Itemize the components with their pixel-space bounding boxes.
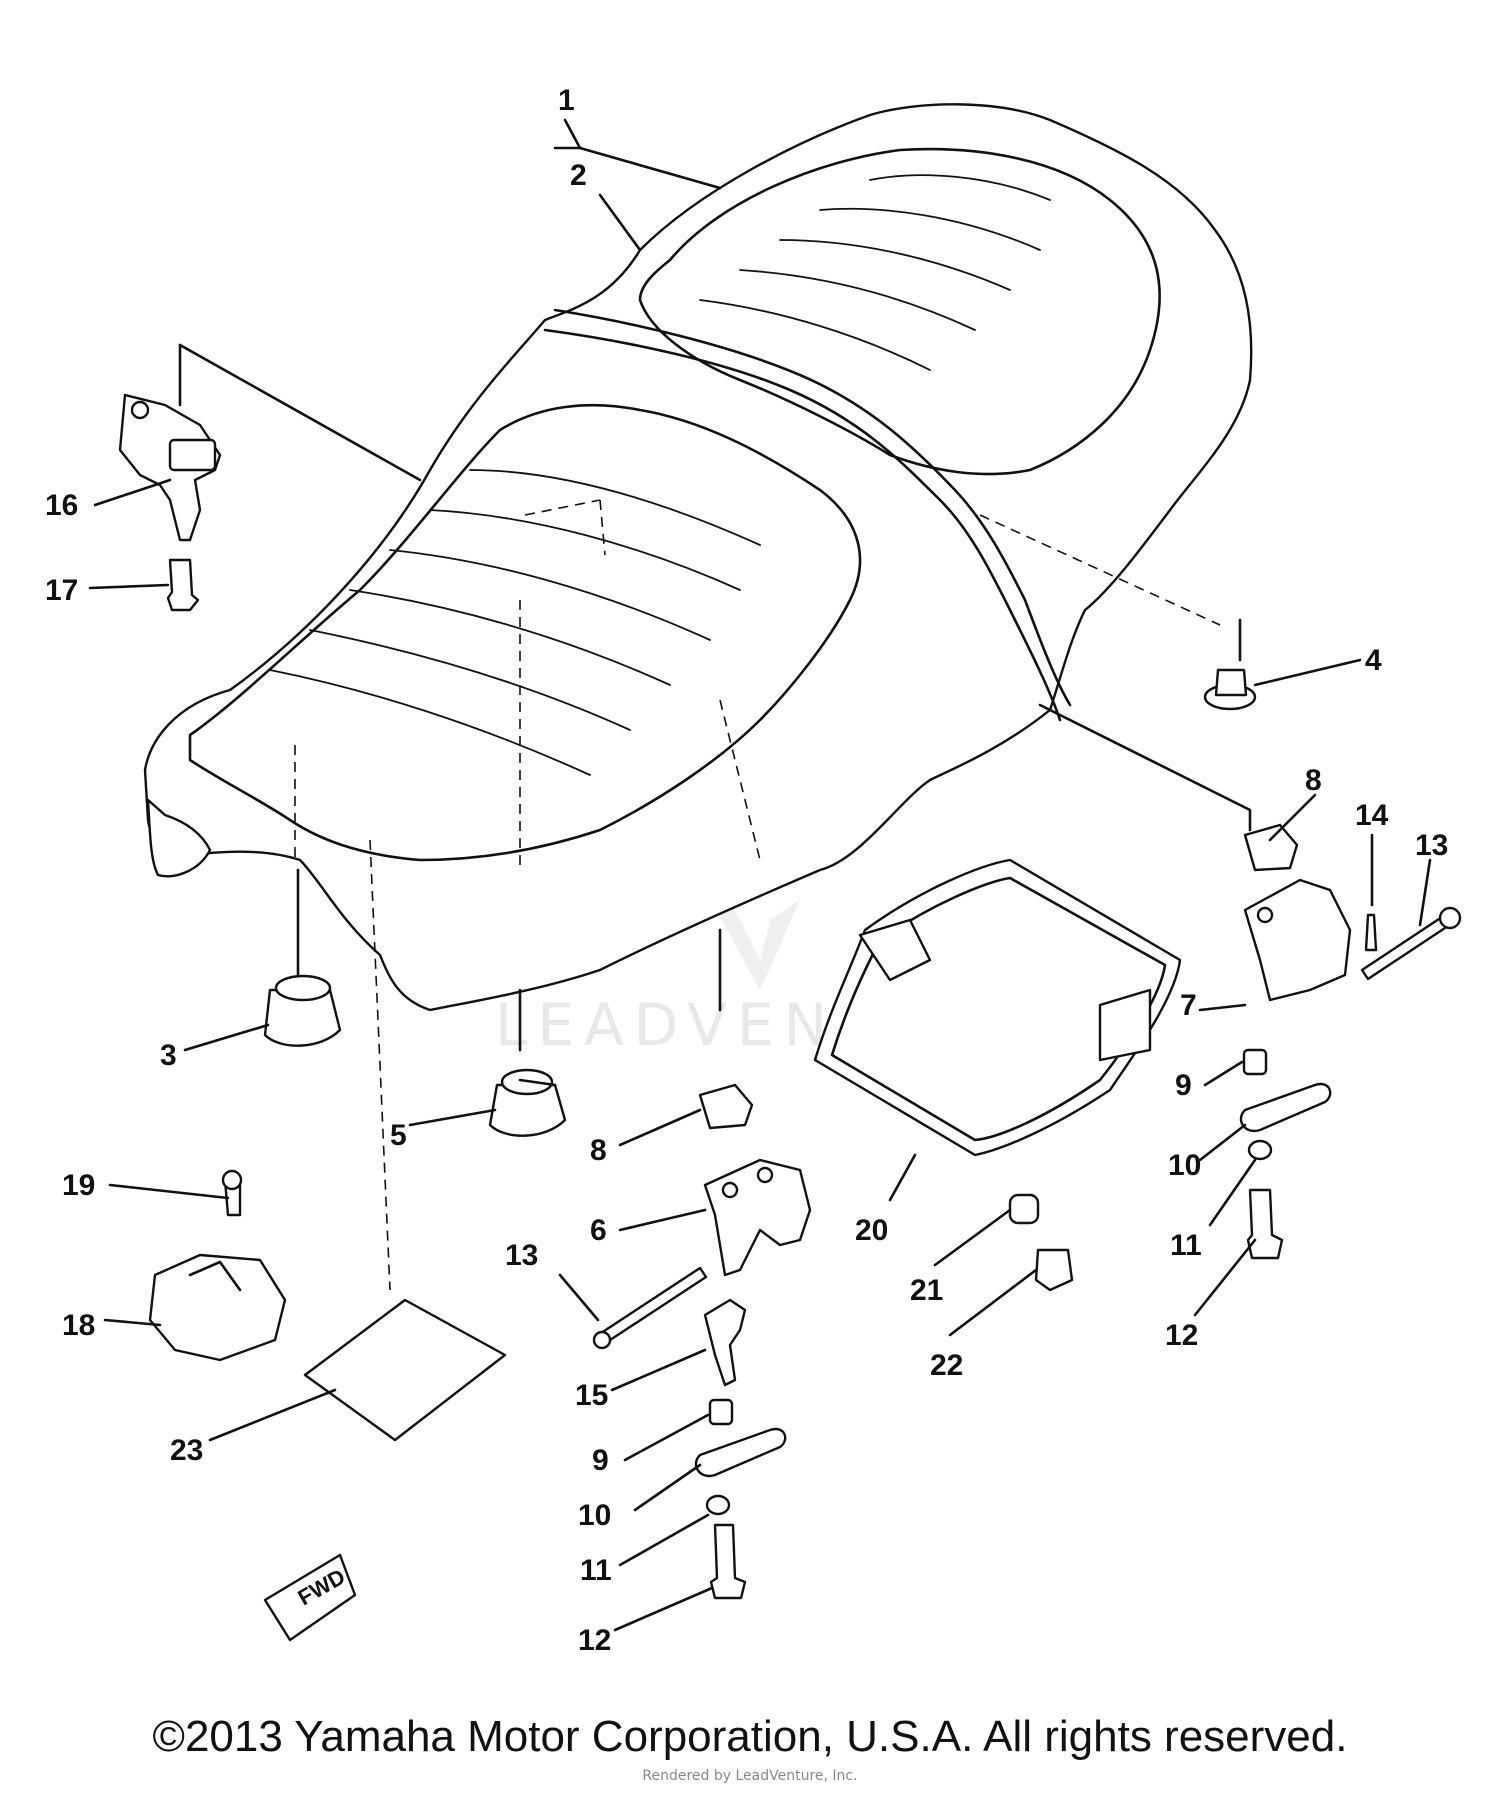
callout-3: 3 — [160, 1039, 177, 1072]
callout-5: 5 — [390, 1119, 407, 1152]
small-parts: FWD — [118, 393, 1462, 1642]
callout-22: 22 — [930, 1349, 963, 1382]
callout-23: 23 — [170, 1434, 203, 1467]
copyright-notice: ©2013 Yamaha Motor Corporation, U.S.A. A… — [152, 1712, 1348, 1761]
callout-15: 15 — [575, 1379, 608, 1412]
callout-18: 18 — [62, 1309, 95, 1342]
callout-13-right: 13 — [1415, 829, 1448, 862]
callout-13-left: 13 — [505, 1239, 538, 1272]
callout-11-right: 11 — [1170, 1229, 1202, 1262]
callout-11-left: 11 — [580, 1554, 612, 1587]
callout-leaders — [88, 478, 1432, 1632]
callout-2: 2 — [570, 159, 587, 192]
callout-9-left: 9 — [592, 1444, 609, 1477]
callout-16: 16 — [45, 489, 78, 522]
callout-8-upper: 8 — [1305, 764, 1322, 797]
callout-14: 14 — [1355, 799, 1389, 832]
callout-19: 19 — [62, 1169, 95, 1202]
callout-7: 7 — [1180, 989, 1197, 1022]
callout-labels: 1 2 3 4 5 6 7 8 8 9 10 11 12 13 14 13 15… — [45, 84, 1448, 1657]
callout-4: 4 — [1365, 644, 1382, 677]
callout-20: 20 — [855, 1214, 888, 1247]
callout-1: 1 — [558, 84, 575, 117]
callout-8-lower: 8 — [590, 1134, 607, 1167]
callout-17: 17 — [45, 574, 78, 607]
callout-12-left: 12 — [578, 1624, 611, 1657]
callout-10-left: 10 — [578, 1499, 611, 1532]
callout-21: 21 — [910, 1274, 943, 1307]
callout-12-right: 12 — [1165, 1319, 1198, 1352]
rendered-by-note: Rendered by LeadVenture, Inc. — [642, 1768, 858, 1784]
callout-9-right: 9 — [1175, 1069, 1192, 1102]
callout-10-right: 10 — [1168, 1149, 1201, 1182]
seat-assembly — [143, 103, 1253, 1291]
leader-lines — [178, 118, 1252, 1052]
callout-6: 6 — [590, 1214, 607, 1247]
